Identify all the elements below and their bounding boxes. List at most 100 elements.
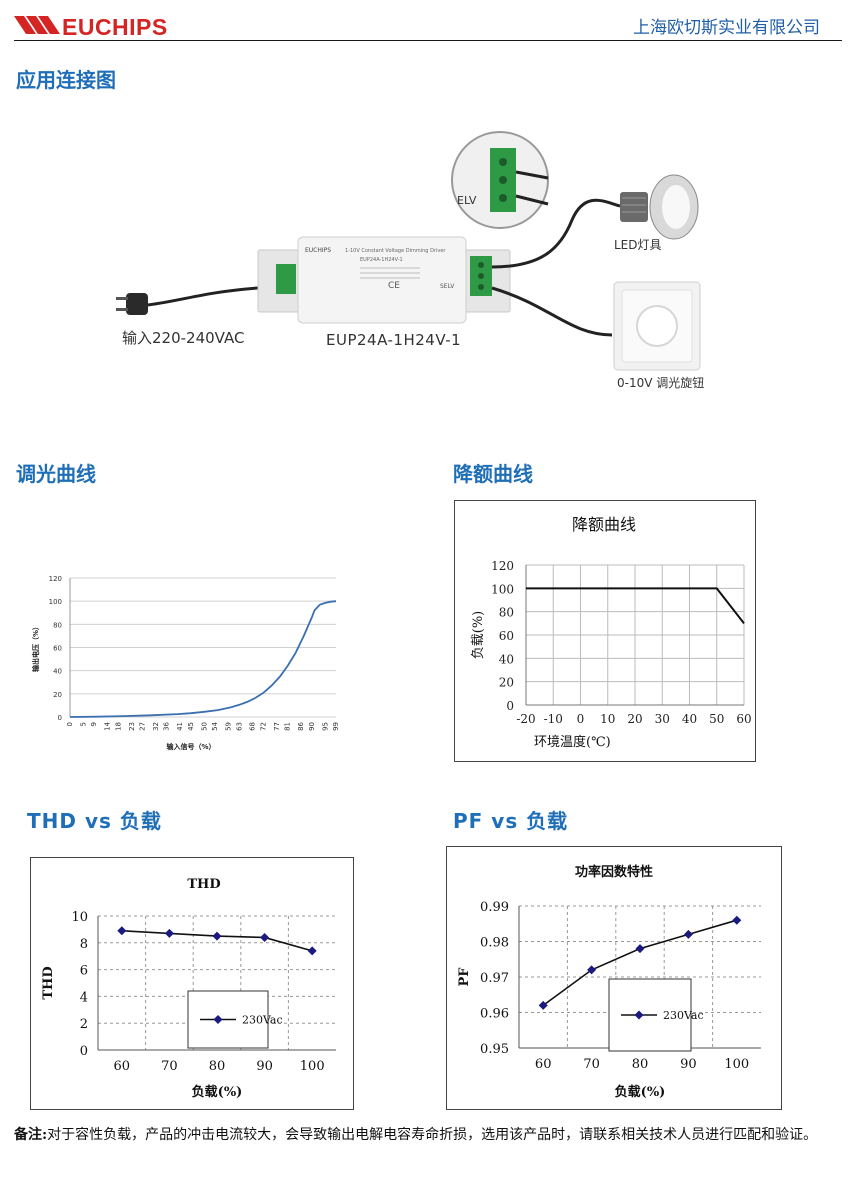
y-tick-label: 100 <box>491 582 514 596</box>
x-tick-label: 5 <box>79 722 87 726</box>
brand-logo-text: EUCHIPS <box>62 14 168 40</box>
y-tick-label: 120 <box>491 559 514 573</box>
remark-note: 备注:对于容性负载，产品的冲击电流较大，会导致输出电解电容寿命折损，选用该产品时… <box>14 1120 836 1151</box>
x-tick-label: 70 <box>583 1057 600 1072</box>
x-tick-label: 68 <box>249 722 257 731</box>
x-tick-label: 0 <box>577 712 585 726</box>
x-tick-label: 23 <box>128 722 136 731</box>
terminal-zoom: ELV <box>451 131 549 229</box>
x-tick-label: 40 <box>682 712 697 726</box>
x-tick-label: 41 <box>176 722 184 731</box>
dimming-series-line <box>69 600 337 718</box>
x-tick-label: 59 <box>225 722 233 731</box>
legend-label: 230Vac <box>242 1014 283 1027</box>
selv-mark: SELV <box>440 283 455 290</box>
x-tick-label: 10 <box>600 712 615 726</box>
y-axis-title: PF <box>457 967 472 987</box>
euchips-logo-icon <box>14 16 60 34</box>
data-point-marker <box>683 929 693 939</box>
y-tick-label: 0.98 <box>480 936 509 951</box>
thd-chart: 0 2 4 6 8 10 60 70 80 90 100 230Vac THD 负载(%) THD <box>30 857 354 1110</box>
y-tick-label: 80 <box>53 621 62 629</box>
section-title-pf: PF vs 负载 <box>453 809 569 833</box>
data-point-marker <box>212 931 222 941</box>
led-lamp-icon <box>620 174 699 240</box>
y-tick-label: 0.99 <box>480 900 509 915</box>
y-tick-label: 80 <box>499 606 514 620</box>
x-axis-title: 输入信号（%） <box>166 742 215 751</box>
chart-title: 降额曲线 <box>572 515 636 534</box>
x-tick-label: 18 <box>114 722 122 731</box>
x-tick-label: 20 <box>627 712 642 726</box>
data-point-marker <box>307 946 317 956</box>
ce-mark: CE <box>388 281 400 291</box>
y-tick-label: 60 <box>53 645 62 653</box>
legend-marker <box>213 1015 223 1024</box>
x-tick-label: 80 <box>209 1059 226 1074</box>
x-axis-title: 负载(%) <box>192 1084 243 1100</box>
x-tick-label: 14 <box>104 721 112 730</box>
x-tick-label: 86 <box>297 721 305 730</box>
y-tick-label: 20 <box>53 691 62 699</box>
x-tick-label: 50 <box>709 712 724 726</box>
data-point-marker <box>164 928 174 938</box>
section-title-dimming: 调光曲线 <box>16 462 96 486</box>
y-tick-label: 4 <box>80 990 88 1005</box>
y-tick-label: 0 <box>58 714 62 722</box>
y-tick-label: 0 <box>506 699 514 713</box>
chart-border <box>30 857 354 1110</box>
x-tick-label: 45 <box>187 722 195 731</box>
x-tick-label: 63 <box>235 722 243 731</box>
x-tick-label: 72 <box>259 722 267 731</box>
y-tick-label: 60 <box>499 629 514 643</box>
remark-text: 对于容性负载，产品的冲击电流较大，会导致输出电解电容寿命折损，选用该产品时，请联… <box>47 1127 818 1143</box>
y-tick-label: 120 <box>49 575 62 583</box>
y-tick-label: 8 <box>80 937 88 952</box>
section-title-derating: 降额曲线 <box>453 462 533 486</box>
x-axis-title: 负载(%) <box>615 1084 666 1100</box>
dimmer-label: 0-10V 调光旋钮 <box>617 376 705 390</box>
y-tick-label: 2 <box>80 1017 88 1032</box>
x-tick-label: 100 <box>724 1057 749 1072</box>
x-tick-label: 30 <box>655 712 670 726</box>
x-tick-label: 36 <box>163 721 171 730</box>
x-axis-title: 环境温度(℃) <box>534 734 611 750</box>
x-tick-label: 9 <box>90 722 98 726</box>
x-tick-label: 60 <box>114 1059 131 1074</box>
led-fixture-label: LED灯具 <box>614 238 662 252</box>
data-point-marker <box>260 932 270 942</box>
x-tick-label: 70 <box>161 1059 178 1074</box>
power-plug-icon <box>116 286 259 315</box>
model-label: EUP24A-1H24V-1 <box>326 331 462 349</box>
remark-label: 备注: <box>14 1127 48 1143</box>
y-tick-label: 40 <box>499 652 514 666</box>
y-tick-label: 20 <box>499 676 514 690</box>
y-tick-label: 0 <box>80 1044 88 1059</box>
data-point-marker <box>635 944 645 954</box>
y-tick-label: 0.97 <box>480 971 509 986</box>
legend-label: 230Vac <box>663 1009 704 1022</box>
legend-marker <box>634 1010 644 1020</box>
y-axis-title: THD <box>41 966 56 999</box>
x-tick-label: -10 <box>544 712 563 726</box>
x-tick-label: 99 <box>332 722 340 731</box>
x-tick-label: 90 <box>256 1059 273 1074</box>
y-tick-label: 0.96 <box>480 1007 509 1022</box>
company-name: 上海欧切斯实业有限公司 <box>633 18 820 38</box>
x-tick-label: 60 <box>535 1057 552 1072</box>
x-tick-label: 90 <box>308 722 316 731</box>
chart-title: THD <box>187 877 220 892</box>
y-tick-label: 10 <box>71 910 88 925</box>
y-tick-label: 0.95 <box>480 1042 509 1057</box>
x-tick-label: -20 <box>516 712 535 726</box>
device-model-small: EUP24A-1H24V-1 <box>360 257 403 263</box>
chart-border <box>446 846 782 1110</box>
y-tick-label: 6 <box>80 964 88 979</box>
x-tick-label: 100 <box>300 1059 325 1074</box>
y-axis-title: 负载(%) <box>471 611 486 660</box>
input-voltage-label: 输入220-240VAC <box>122 329 245 347</box>
y-tick-label: 100 <box>49 598 62 606</box>
driver-device: EUCHIPS 1-10V Constant Voltage Dimming D… <box>257 236 511 324</box>
elv-label: ELV <box>457 194 477 207</box>
